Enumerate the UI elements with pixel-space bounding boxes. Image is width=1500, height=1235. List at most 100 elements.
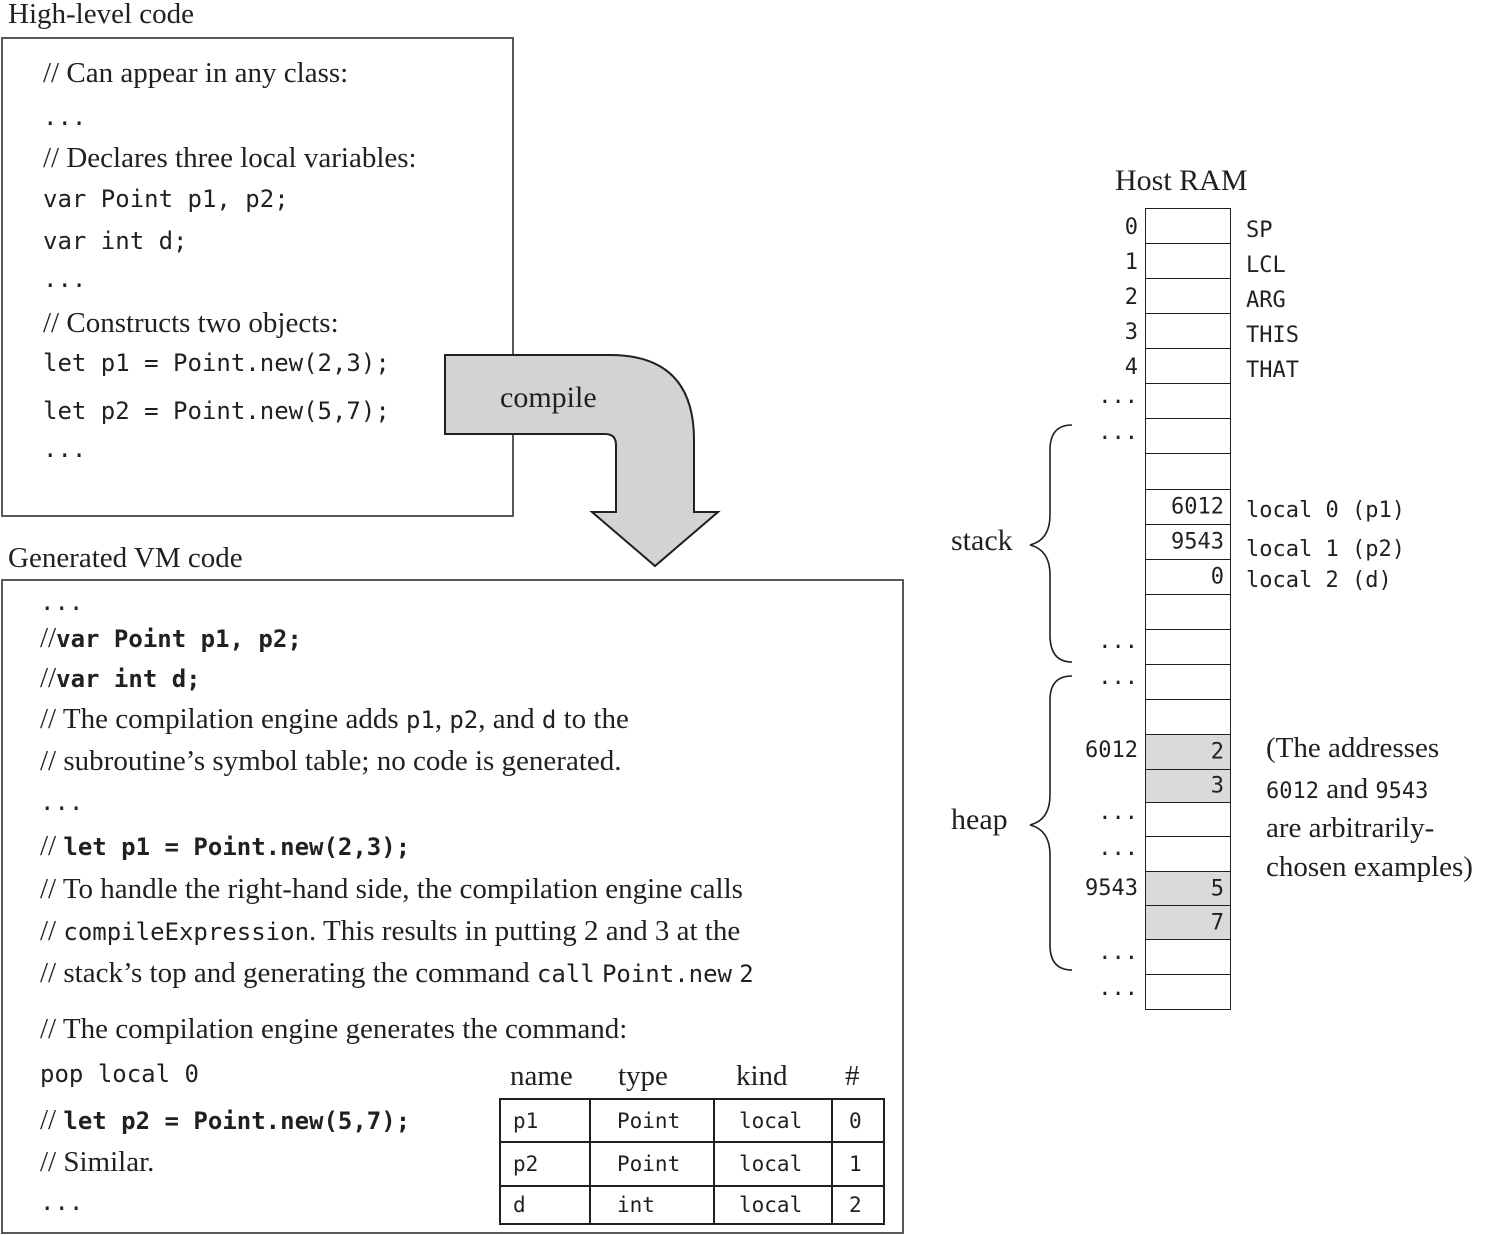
note-line-3: are arbitrarily- [1266, 812, 1435, 844]
vm-comment-call: // stack’s top and generating the comman… [40, 957, 754, 989]
ram-ellipsis: ... [1098, 420, 1138, 445]
note-line-1: (The addresses [1266, 732, 1440, 764]
ram-cell-local0: 6012 [1145, 489, 1231, 525]
vm-comment-similar: // Similar. [40, 1146, 155, 1178]
ram-ellipsis: ... [1098, 940, 1138, 965]
vm-comment-symbols: // The compilation engine adds p1, p2, a… [40, 703, 629, 735]
ram-ellipsis: ... [1098, 976, 1138, 1001]
vm-comment-compile-expression: // compileExpression. This results in pu… [40, 915, 741, 947]
ram-cell [1145, 802, 1231, 837]
ram-cell [1145, 313, 1231, 349]
local-label: local 2 (d) [1246, 568, 1392, 593]
compile-arrow-shape [444, 354, 721, 568]
ram-cell-local1: 9543 [1145, 524, 1231, 560]
ram-cell [1145, 453, 1231, 490]
register-label: ARG [1246, 288, 1286, 313]
ram-cell [1145, 383, 1231, 419]
vm-ellipsis: ... [40, 788, 84, 816]
code-line: let p2 = Point.new(5,7); [43, 397, 390, 425]
symtab-cell: 0 [831, 1098, 885, 1143]
symtab-header-kind: kind [736, 1060, 788, 1092]
vm-comment-symbols-2: // subroutine’s symbol table; no code is… [40, 745, 622, 777]
code-line: var Point p1, p2; [43, 185, 289, 213]
stack-brace [1029, 424, 1073, 663]
ram-cell [1145, 208, 1231, 244]
ram-title: Host RAM [1115, 164, 1248, 197]
vm-heading: Generated VM code [8, 542, 243, 574]
vm-comment-let1: // let p1 = Point.new(2,3); [40, 830, 411, 862]
vm-ellipsis: ... [40, 1188, 84, 1216]
high-level-heading: High-level code [8, 0, 195, 30]
symtab-cell: d [499, 1185, 591, 1225]
ram-address: 6012 [1085, 738, 1138, 763]
vm-ellipsis: ... [40, 588, 84, 616]
register-label: SP [1246, 218, 1273, 243]
ram-address: 1 [1124, 250, 1138, 275]
ram-cell [1145, 594, 1231, 630]
vm-comment-decl1: //var Point p1, p2; [40, 622, 302, 654]
note-line-2: 6012 and 9543 [1266, 773, 1429, 805]
ram-ellipsis: ... [1098, 629, 1138, 654]
high-level-code-box: // Can appear in any class: ... // Decla… [1, 37, 514, 517]
symtab-cell: Point [589, 1098, 715, 1143]
code-ellipsis: ... [43, 103, 87, 131]
symtab-cell: p2 [499, 1141, 591, 1187]
symbol-table: p1 Point local 0 p2 Point local 1 d int … [499, 1098, 885, 1225]
symtab-cell: Point [589, 1141, 715, 1187]
symtab-cell: 1 [831, 1141, 885, 1187]
ram-cell-heap: 3 [1145, 769, 1231, 803]
ram-ellipsis: ... [1098, 665, 1138, 690]
vm-comment-rhs: // To handle the right-hand side, the co… [40, 873, 743, 905]
ram-ellipsis: ... [1098, 384, 1138, 409]
code-line: let p1 = Point.new(2,3); [43, 349, 390, 377]
note-line-4: chosen examples) [1266, 851, 1473, 883]
ram-cell [1145, 974, 1231, 1010]
ram-cell [1145, 664, 1231, 700]
symtab-header-type: type [618, 1060, 668, 1092]
ram-cell [1145, 278, 1231, 314]
compile-label: compile [500, 381, 597, 414]
heap-label: heap [951, 803, 1008, 836]
vm-comment-let2: // let p2 = Point.new(5,7); [40, 1104, 411, 1136]
stack-label: stack [951, 524, 1013, 557]
code-comment: // Declares three local variables: [43, 142, 417, 174]
ram-address: 4 [1124, 355, 1138, 380]
table-row: p2 Point local 1 [499, 1141, 885, 1187]
ram-cell [1145, 418, 1231, 454]
vm-comment-decl2: //var int d; [40, 662, 201, 694]
table-row: d int local 2 [499, 1185, 885, 1225]
vm-code-box [1, 579, 904, 1234]
ram-ellipsis: ... [1098, 836, 1138, 861]
ram-cell-local2: 0 [1145, 559, 1231, 595]
symtab-cell: int [589, 1185, 715, 1225]
heap-brace [1029, 675, 1073, 971]
symtab-cell: local [713, 1141, 833, 1187]
code-comment: // Constructs two objects: [43, 307, 339, 339]
table-row: p1 Point local 0 [499, 1098, 885, 1143]
symtab-cell: local [713, 1185, 833, 1225]
code-ellipsis: ... [43, 435, 87, 463]
symtab-header-number: # [845, 1060, 860, 1092]
code-ellipsis: ... [43, 265, 87, 293]
symtab-cell: local [713, 1098, 833, 1143]
ram-address: 3 [1124, 320, 1138, 345]
register-label: LCL [1246, 253, 1286, 278]
symtab-cell: p1 [499, 1098, 591, 1143]
ram-cell-heap: 5 [1145, 871, 1231, 906]
register-label: THAT [1246, 358, 1299, 383]
ram-address: 9543 [1085, 876, 1138, 901]
register-label: THIS [1246, 323, 1299, 348]
ram-address: 0 [1124, 215, 1138, 240]
vm-comment-generates: // The compilation engine generates the … [40, 1013, 628, 1045]
ram-ellipsis: ... [1098, 800, 1138, 825]
code-line: var int d; [43, 227, 188, 255]
ram-address: 2 [1124, 285, 1138, 310]
vm-pop-command: pop local 0 [40, 1060, 199, 1088]
symtab-header-name: name [510, 1060, 573, 1092]
ram-cell-heap: 2 [1145, 734, 1231, 770]
local-label: local 0 (p1) [1246, 498, 1405, 523]
local-label: local 1 (p2) [1246, 537, 1405, 562]
code-comment: // Can appear in any class: [43, 57, 349, 89]
symtab-cell: 2 [831, 1185, 885, 1225]
